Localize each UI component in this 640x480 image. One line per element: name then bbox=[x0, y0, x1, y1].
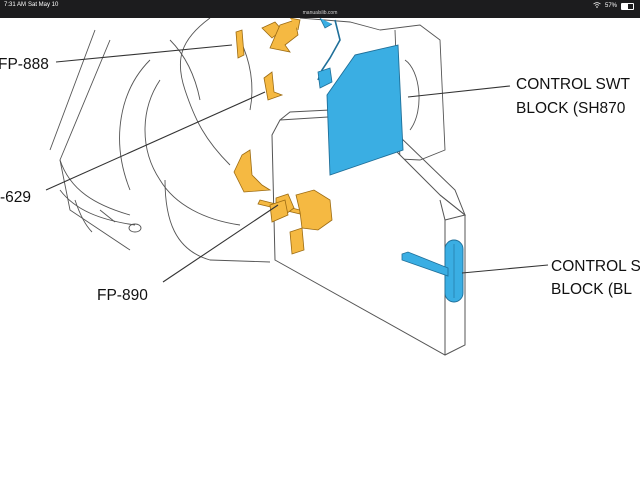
control-switch-block-sh8700 bbox=[317, 18, 404, 176]
label-control-top-line2: BLOCK (SH870 bbox=[516, 100, 626, 117]
label-fp-888: FP-888 bbox=[0, 56, 49, 73]
label-fp-629: -629 bbox=[0, 189, 32, 206]
control-switch-block-bl bbox=[401, 239, 464, 303]
label-control-right-line2: BLOCK (BL bbox=[551, 281, 632, 298]
diagram-drawing bbox=[45, 18, 549, 356]
flex-boards bbox=[233, 18, 333, 255]
status-date: Sat May 10 bbox=[28, 2, 59, 8]
label-fp-890: FP-890 bbox=[97, 287, 148, 304]
camera-body-outline bbox=[49, 18, 446, 263]
battery-level bbox=[622, 3, 629, 9]
status-time: 7:31 AM bbox=[4, 2, 27, 8]
label-control-right-line1: CONTROL S bbox=[551, 258, 640, 275]
leader-lines bbox=[45, 44, 549, 283]
exploded-diagram: FP-888 -629 FP-890 CONTROL SWT BLOCK (SH… bbox=[0, 18, 640, 480]
status-bar: 7:31 AM Sat May 10 manualslib.com 57% bbox=[0, 0, 640, 18]
battery-icon bbox=[621, 2, 634, 10]
status-right: 57% bbox=[593, 2, 634, 10]
battery-percent: 57% bbox=[604, 3, 617, 9]
address-bar[interactable]: manualslib.com bbox=[302, 10, 338, 16]
label-control-top-line1: CONTROL SWT bbox=[516, 76, 630, 93]
wifi-icon bbox=[593, 2, 601, 10]
